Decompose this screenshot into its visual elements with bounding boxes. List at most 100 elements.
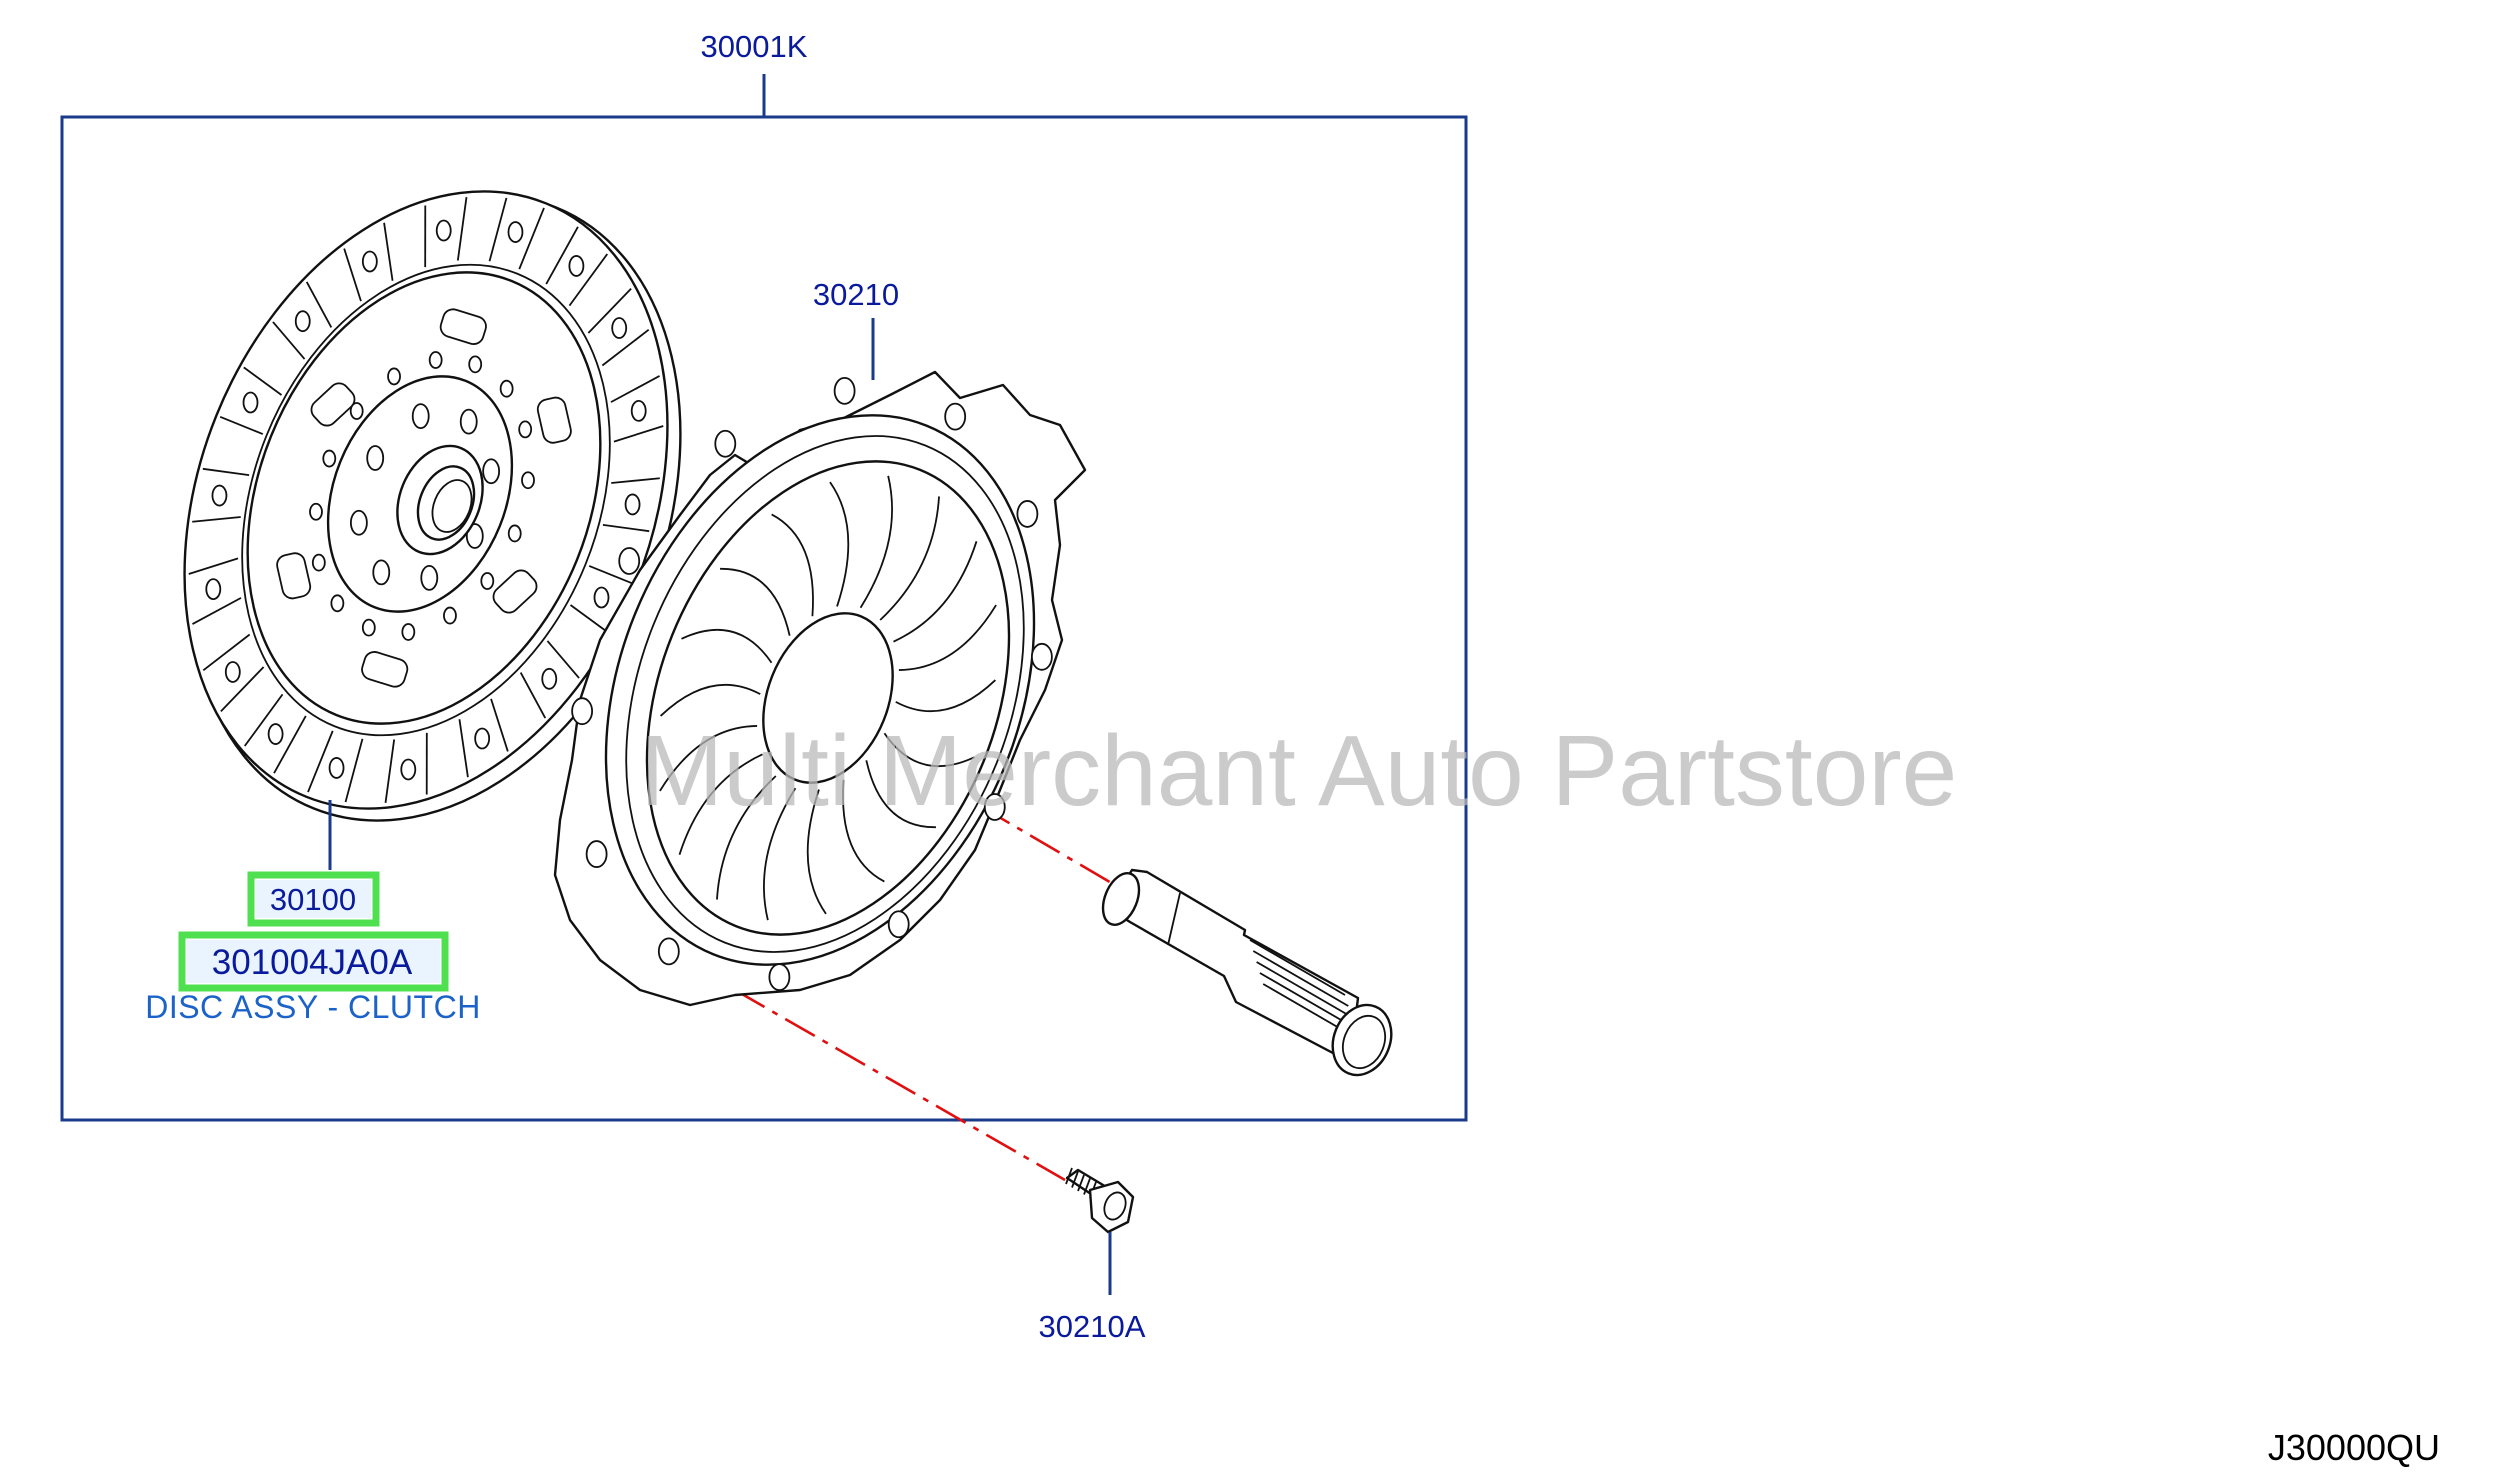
rivet-hole bbox=[400, 758, 417, 781]
rivet-hole bbox=[242, 391, 259, 414]
spring-window bbox=[310, 382, 356, 427]
rivet bbox=[443, 606, 457, 625]
friction-groove bbox=[611, 477, 660, 484]
spring-window bbox=[361, 651, 409, 688]
diaphragm-finger bbox=[771, 513, 814, 617]
friction-groove bbox=[568, 253, 609, 307]
friction-groove bbox=[546, 640, 580, 679]
friction-groove bbox=[569, 604, 609, 634]
diaphragm-finger bbox=[859, 475, 893, 609]
friction-segments bbox=[188, 196, 664, 804]
cover-hole bbox=[887, 910, 910, 939]
cover-hole bbox=[768, 963, 791, 991]
hub-holes bbox=[349, 403, 501, 591]
input-shaft-illustration[interactable] bbox=[1096, 868, 1401, 1084]
rivet bbox=[401, 623, 416, 641]
rivet-ring bbox=[309, 351, 535, 641]
friction-groove bbox=[188, 557, 239, 575]
disc-callout[interactable]: 30100 bbox=[270, 882, 356, 917]
disc-description[interactable]: DISC ASSY - CLUTCH bbox=[145, 989, 481, 1025]
friction-groove bbox=[202, 467, 250, 477]
rivet-hole bbox=[611, 317, 628, 339]
spline-groove bbox=[1259, 972, 1356, 1029]
spring-window bbox=[536, 396, 572, 444]
rivet bbox=[309, 502, 323, 521]
disc-part-number-highlight-fill bbox=[187, 940, 440, 983]
diaphragm-finger bbox=[763, 787, 797, 921]
cover-hole bbox=[585, 840, 608, 868]
rivet bbox=[521, 471, 535, 490]
diaphragm-finger bbox=[865, 760, 936, 829]
friction-groove bbox=[192, 516, 241, 523]
cover-hole bbox=[944, 402, 967, 431]
friction-groove bbox=[488, 197, 508, 262]
cover-callout[interactable]: 30210 bbox=[813, 277, 899, 312]
diaphragm-finger bbox=[893, 541, 978, 643]
rivet bbox=[349, 402, 364, 420]
rivet bbox=[322, 449, 337, 468]
bolt-callout[interactable]: 30210A bbox=[1039, 1309, 1146, 1344]
diaphragm-finger bbox=[806, 789, 827, 915]
rivet-hole bbox=[294, 310, 311, 333]
spring-window bbox=[492, 569, 538, 614]
hub-hole bbox=[372, 559, 391, 586]
disc-part-number[interactable]: 301004JA0A bbox=[212, 943, 413, 982]
friction-groove bbox=[601, 329, 650, 367]
thread bbox=[1071, 1171, 1079, 1188]
friction-groove bbox=[456, 196, 468, 261]
spring-window bbox=[276, 552, 312, 600]
rivet-hole bbox=[568, 255, 585, 277]
cover-hole bbox=[714, 429, 737, 458]
friction-groove bbox=[202, 633, 251, 671]
rivet-hole bbox=[624, 493, 641, 516]
watermark: Multi Merchant Auto Partstore bbox=[640, 715, 1957, 827]
cover-axis-line bbox=[829, 716, 1121, 890]
diaphragm-finger bbox=[883, 732, 975, 768]
rivet-hole bbox=[507, 221, 524, 243]
friction-groove bbox=[458, 719, 469, 778]
rivet-hole bbox=[211, 484, 228, 507]
friction-groove bbox=[383, 222, 394, 281]
cover-hole bbox=[657, 937, 680, 966]
friction-groove bbox=[587, 288, 632, 334]
disc-callout-highlight-fill bbox=[256, 880, 371, 918]
rivet bbox=[330, 594, 345, 613]
rivet bbox=[428, 351, 443, 369]
rivet-hole bbox=[630, 399, 647, 422]
rivet-hole bbox=[435, 219, 452, 242]
clutch-disc-illustration[interactable] bbox=[97, 119, 770, 895]
friction-groove bbox=[519, 672, 547, 719]
cover-hole bbox=[618, 547, 641, 575]
cover-hole bbox=[833, 377, 856, 405]
rivet-hole bbox=[361, 250, 378, 273]
clutch-cover-illustration[interactable] bbox=[528, 351, 1112, 1029]
rivet bbox=[311, 553, 326, 572]
friction-groove bbox=[272, 321, 306, 360]
friction-groove bbox=[305, 281, 333, 328]
cover-hole bbox=[983, 793, 1006, 821]
diaphragm-finger bbox=[681, 628, 773, 664]
friction-groove bbox=[518, 207, 545, 270]
friction-groove bbox=[243, 366, 283, 396]
thread bbox=[1077, 1174, 1085, 1192]
cover-bolt-illustration[interactable] bbox=[1065, 1167, 1135, 1234]
cover-hole bbox=[571, 697, 594, 726]
spline-groove bbox=[1256, 961, 1353, 1018]
friction-groove bbox=[243, 693, 284, 747]
assembly-callout[interactable]: 30001K bbox=[701, 29, 808, 64]
friction-groove bbox=[610, 375, 660, 403]
hub-hole bbox=[366, 445, 385, 471]
rivet bbox=[387, 367, 401, 386]
rivet-hole bbox=[593, 586, 610, 609]
rivet bbox=[499, 379, 514, 398]
spring-windows bbox=[276, 308, 572, 688]
friction-groove bbox=[343, 248, 362, 302]
friction-groove bbox=[344, 738, 364, 803]
disc-part-number-highlight bbox=[178, 931, 449, 992]
hub-hole bbox=[465, 523, 484, 549]
disc-callout-highlight bbox=[247, 871, 380, 927]
hub-hole bbox=[411, 403, 430, 430]
diaphragm-finger bbox=[879, 496, 940, 621]
bolt-axis-line bbox=[734, 988, 1066, 1182]
friction-groove bbox=[588, 565, 633, 584]
